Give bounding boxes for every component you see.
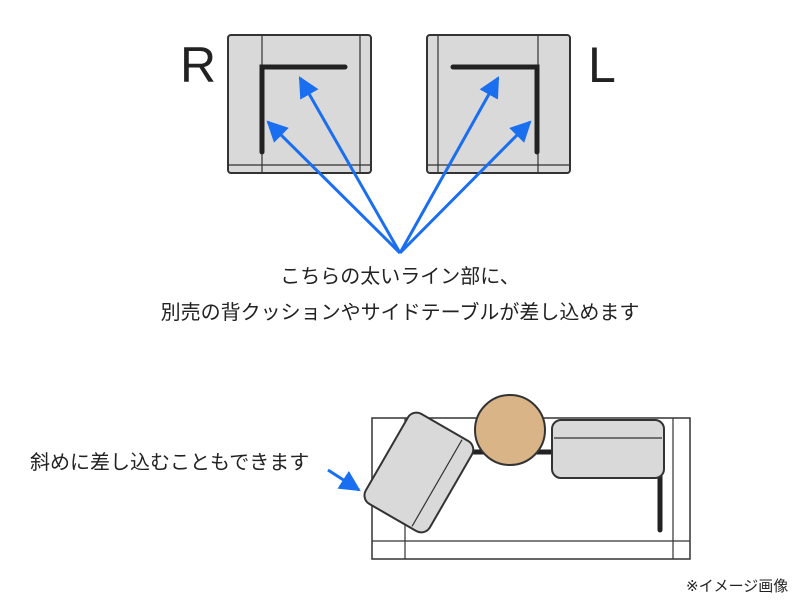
arrow-to-r-horizontal [298,76,402,254]
right-module-label: R [180,37,216,93]
diagonal-note: 斜めに差し込むこともできます [30,450,309,474]
sofa-top-view [363,394,691,560]
caption-line-2: 別売の背クッションやサイドテーブルが差し込めます [161,300,640,324]
pointer-arrows [266,76,532,255]
diagonal-note-arrow [327,468,361,492]
arrow-to-r-vertical [266,120,402,255]
caption-line-1: こちらの太いライン部に、 [280,264,519,288]
right-module-slot-line [259,64,348,155]
diagonal-back-cushion [363,411,475,534]
left-module-slot-line [450,64,540,155]
left-module-label: L [588,37,616,93]
arrow-to-l-horizontal [398,76,500,254]
arrow-to-l-vertical [398,120,532,255]
side-table [474,394,546,466]
image-note: ※イメージ画像 [686,577,788,595]
right-back-cushion [551,419,665,479]
